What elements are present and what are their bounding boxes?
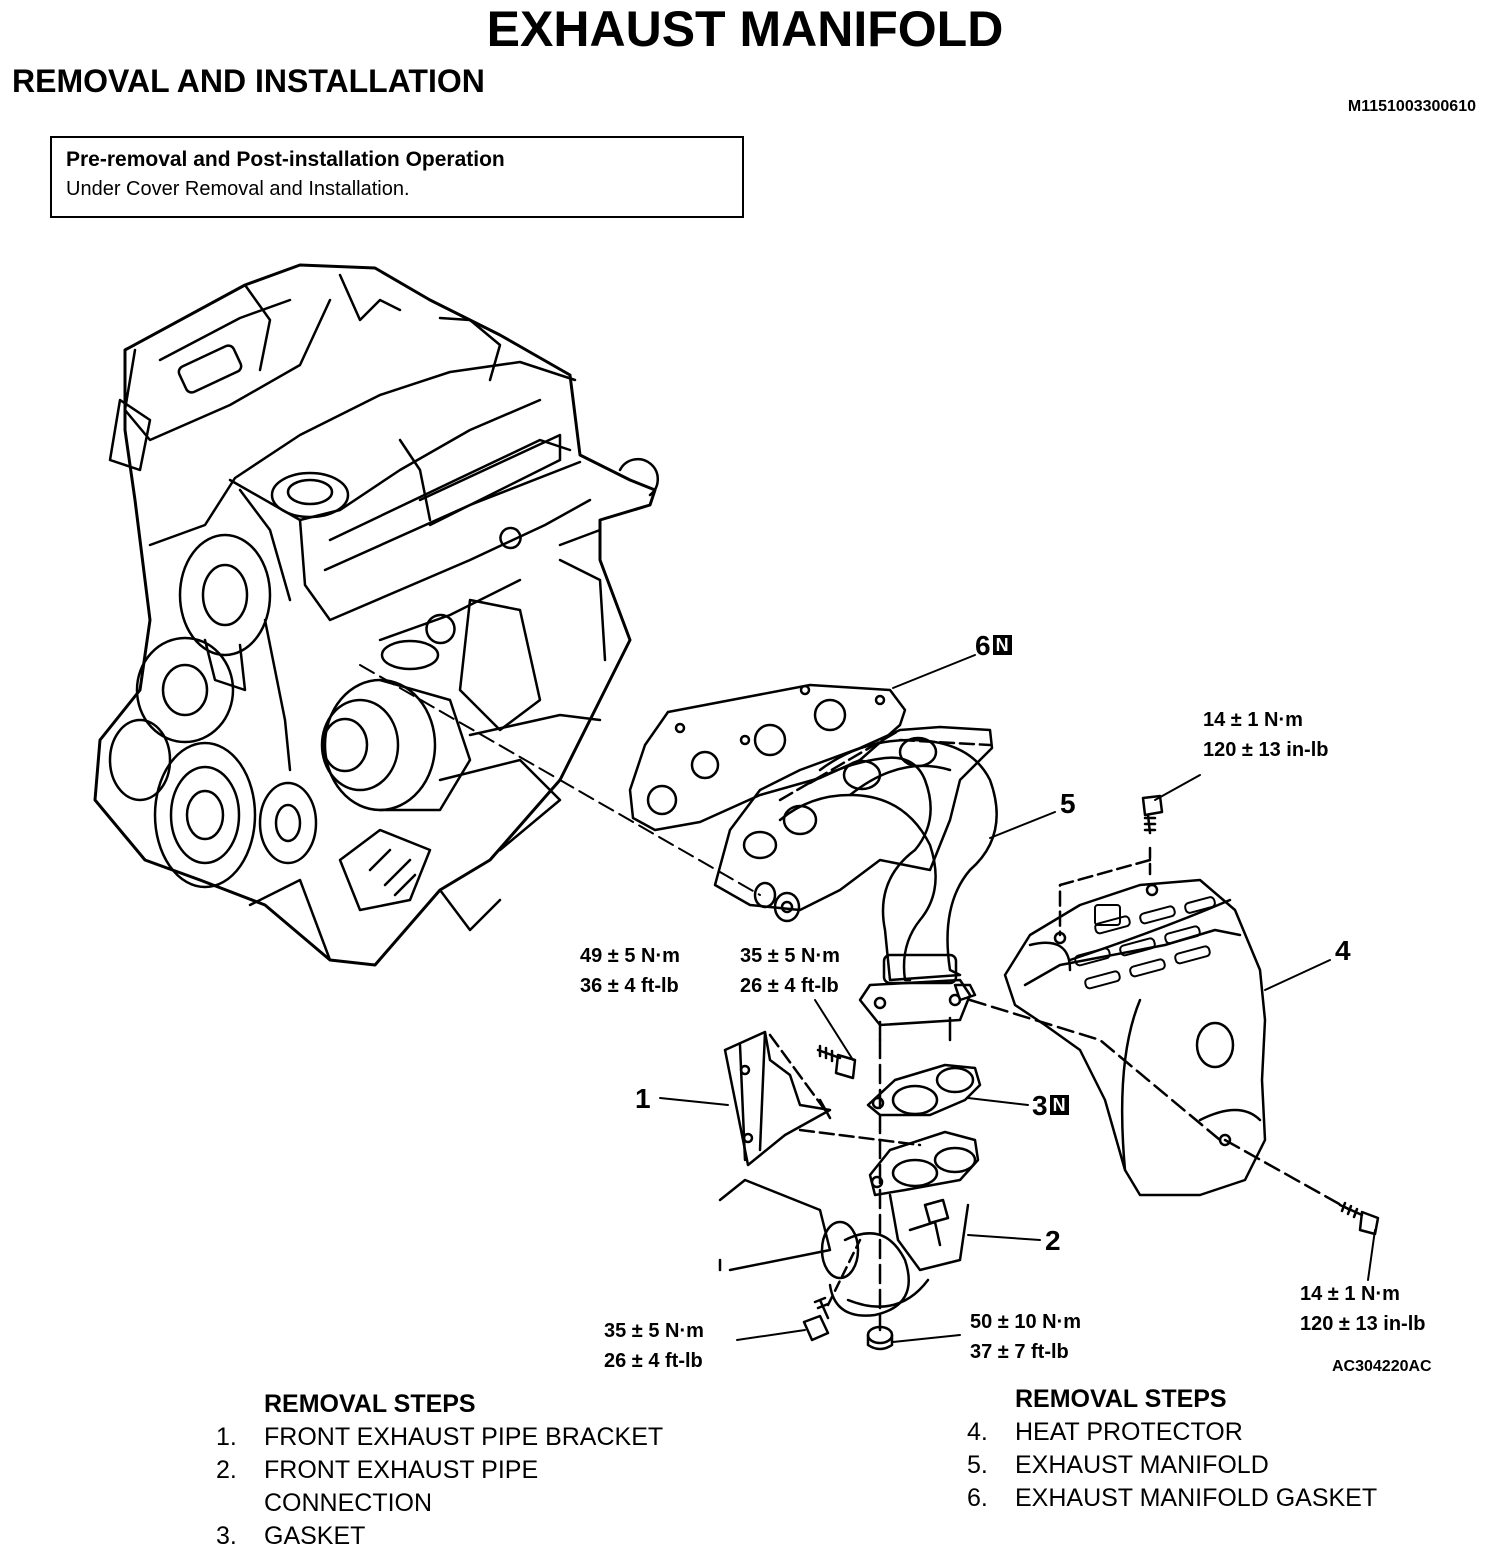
front-exhaust-pipe (718, 1130, 980, 1317)
leader-5 (989, 811, 1056, 839)
removal-steps-right: REMOVAL STEPS 4.HEAT PROTECTOR 5.EXHAUST… (967, 1385, 1377, 1515)
new-part-mark: N (992, 635, 1012, 655)
step-item: 6.EXHAUST MANIFOLD GASKET (967, 1484, 1378, 1512)
pre-removal-text: Under Cover Removal and Installation. (66, 178, 410, 200)
pre-removal-box: Pre-removal and Post-installation Operat… (50, 136, 744, 218)
callout-1: 1 (635, 1083, 651, 1114)
steps-heading: REMOVAL STEPS (264, 1390, 476, 1418)
pipe-nut (866, 1325, 894, 1351)
step-item: 5.EXHAUST MANIFOLD (967, 1451, 1269, 1479)
heat-protector-bolt-top (1141, 794, 1164, 835)
callout-5: 5 (1060, 788, 1076, 819)
removal-steps-left: REMOVAL STEPS 1.FRONT EXHAUST PIPE BRACK… (216, 1390, 663, 1553)
step-item: 2.FRONT EXHAUST PIPE (216, 1456, 539, 1484)
exhaust-manifold (713, 725, 998, 1042)
pre-removal-heading: Pre-removal and Post-installation Operat… (66, 148, 505, 171)
front-pipe-bracket (723, 1030, 922, 1167)
leader-3 (967, 1097, 1029, 1106)
front-pipe-gasket (866, 1063, 982, 1117)
leader-4 (1264, 959, 1331, 991)
exploded-view-illustration (93, 263, 1380, 1351)
torque-pipe-bolt: 35 ± 5 N·m 26 ± 4 ft-lb (604, 1320, 704, 1372)
step-item: 1.FRONT EXHAUST PIPE BRACKET (216, 1423, 664, 1451)
step-item: 4.HEAT PROTECTOR (967, 1418, 1243, 1446)
document-id: M1151003300610 (1347, 98, 1476, 115)
step-item: 3.GASKET (216, 1522, 366, 1550)
torque-heat-protector-top: 14 ± 1 N·m 120 ± 13 in-lb (1203, 709, 1329, 761)
steps-heading: REMOVAL STEPS (1015, 1385, 1227, 1413)
new-part-mark: N (1049, 1095, 1069, 1115)
section-subtitle: REMOVAL AND INSTALLATION (12, 63, 485, 99)
bracket-bolt (816, 1044, 857, 1080)
heat-protector (1003, 878, 1267, 1197)
callout-4: 4 (1335, 935, 1351, 966)
torque-heat-protector-bottom: 14 ± 1 N·m 120 ± 13 in-lb (1300, 1283, 1426, 1335)
page-title: EXHAUST MANIFOLD (486, 1, 1004, 57)
heat-protector-bolt-bottom (1338, 1201, 1380, 1236)
leader-6 (892, 654, 976, 689)
callout-2: 2 (1045, 1225, 1061, 1256)
leader-2 (967, 1234, 1041, 1241)
figure-reference: AC304220AC (1332, 1358, 1432, 1375)
pipe-bolt (802, 1238, 862, 1342)
exhaust-manifold-gasket (628, 683, 907, 832)
step-item-continued: CONNECTION (264, 1489, 433, 1517)
torque-manifold-nut: 49 ± 5 N·m 36 ± 4 ft-lb (580, 945, 680, 997)
torque-pipe-nut: 50 ± 10 N·m 37 ± 7 ft-lb (970, 1311, 1082, 1363)
engine-assembly (93, 263, 660, 967)
torque-bracket-bolt: 35 ± 5 N·m 26 ± 4 ft-lb (740, 945, 840, 997)
leader-1 (659, 1097, 729, 1106)
